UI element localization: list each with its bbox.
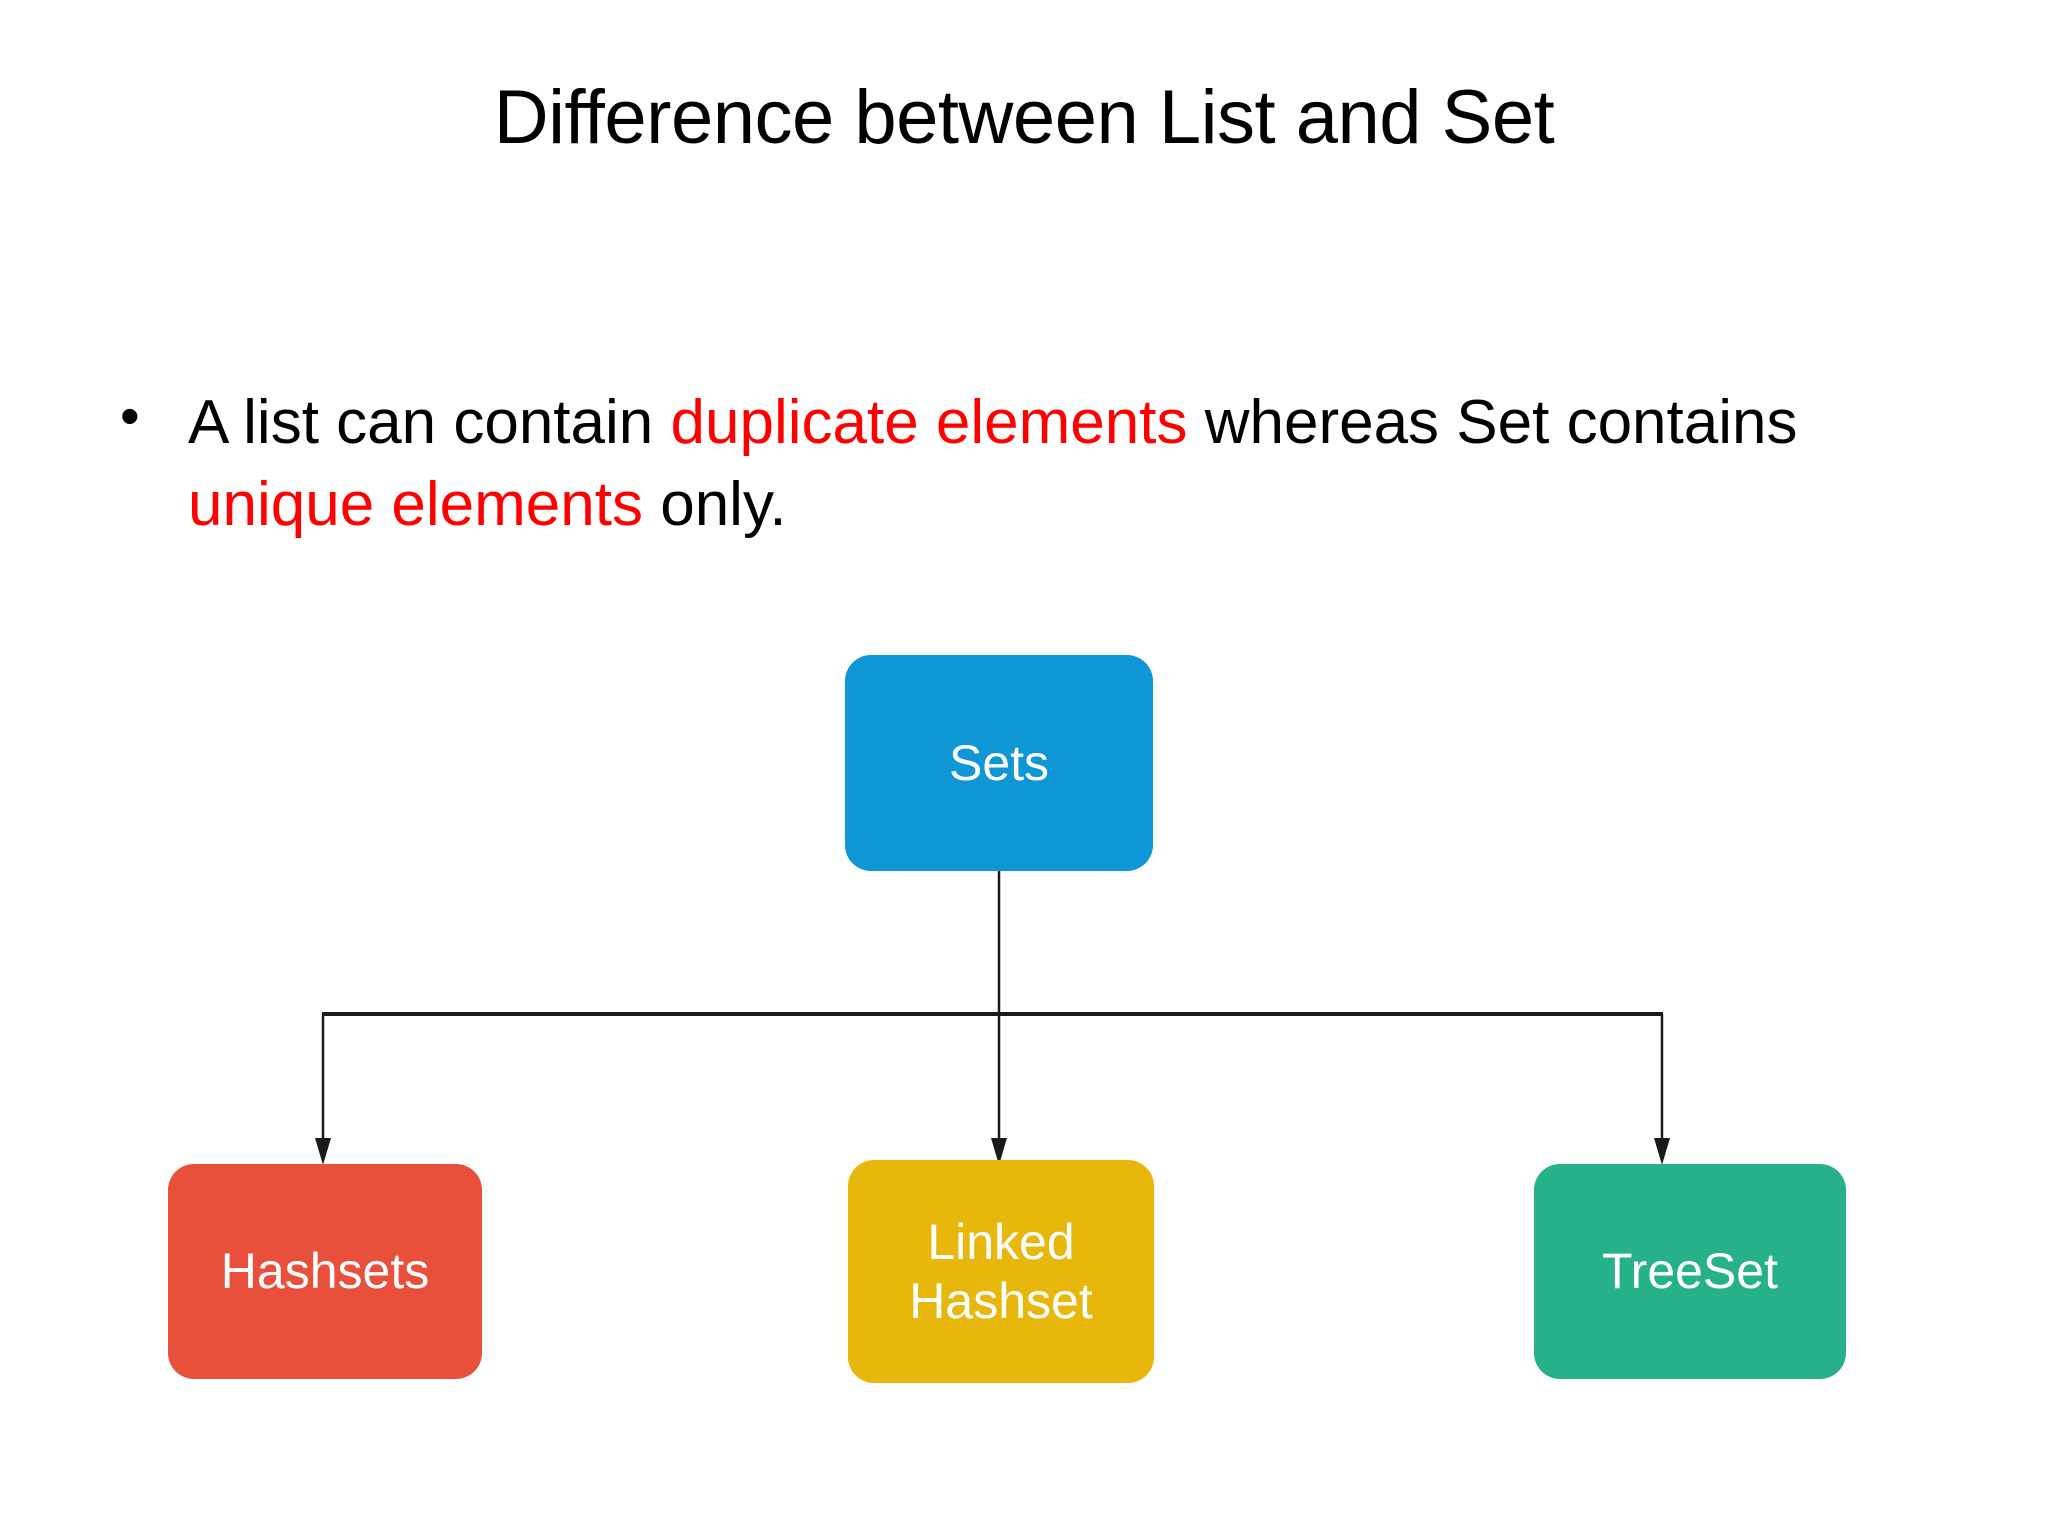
node-hashsets-label: Hashsets — [220, 1243, 430, 1299]
bullet-segment-3-highlight: unique elements — [188, 469, 643, 539]
bullet-segment-0: A list can contain — [188, 388, 671, 457]
bullet-marker-icon: • — [120, 384, 140, 447]
arrowhead-linked-hashset — [991, 1138, 1007, 1165]
page-title: Difference between List and Set — [493, 75, 1555, 160]
node-sets[interactable]: Sets — [845, 655, 1153, 871]
arrowhead-treeset — [1654, 1138, 1670, 1165]
bullet-segment-4: only. — [642, 469, 787, 539]
bullet-segment-1-highlight: duplicate elements — [670, 388, 1188, 457]
node-treeset-label: TreeSet — [1601, 1243, 1778, 1299]
node-linked-hashset-label-line2: Hashset — [909, 1272, 1093, 1329]
bullet-list-item: • A list can contain duplicate elements … — [120, 382, 1920, 546]
node-linked-hashset[interactable]: Linked Hashset — [848, 1160, 1154, 1383]
node-treeset[interactable]: TreeSet — [1534, 1164, 1846, 1379]
bullet-segment-2: whereas Set contains — [1187, 388, 1798, 457]
node-linked-hashset-label-line1: Linked — [927, 1213, 1075, 1270]
bullet-text: A list can contain duplicate elements wh… — [188, 382, 1888, 546]
node-hashsets[interactable]: Hashsets — [168, 1164, 482, 1379]
arrowhead-hashsets — [315, 1138, 331, 1165]
node-sets-label: Sets — [948, 734, 1050, 791]
